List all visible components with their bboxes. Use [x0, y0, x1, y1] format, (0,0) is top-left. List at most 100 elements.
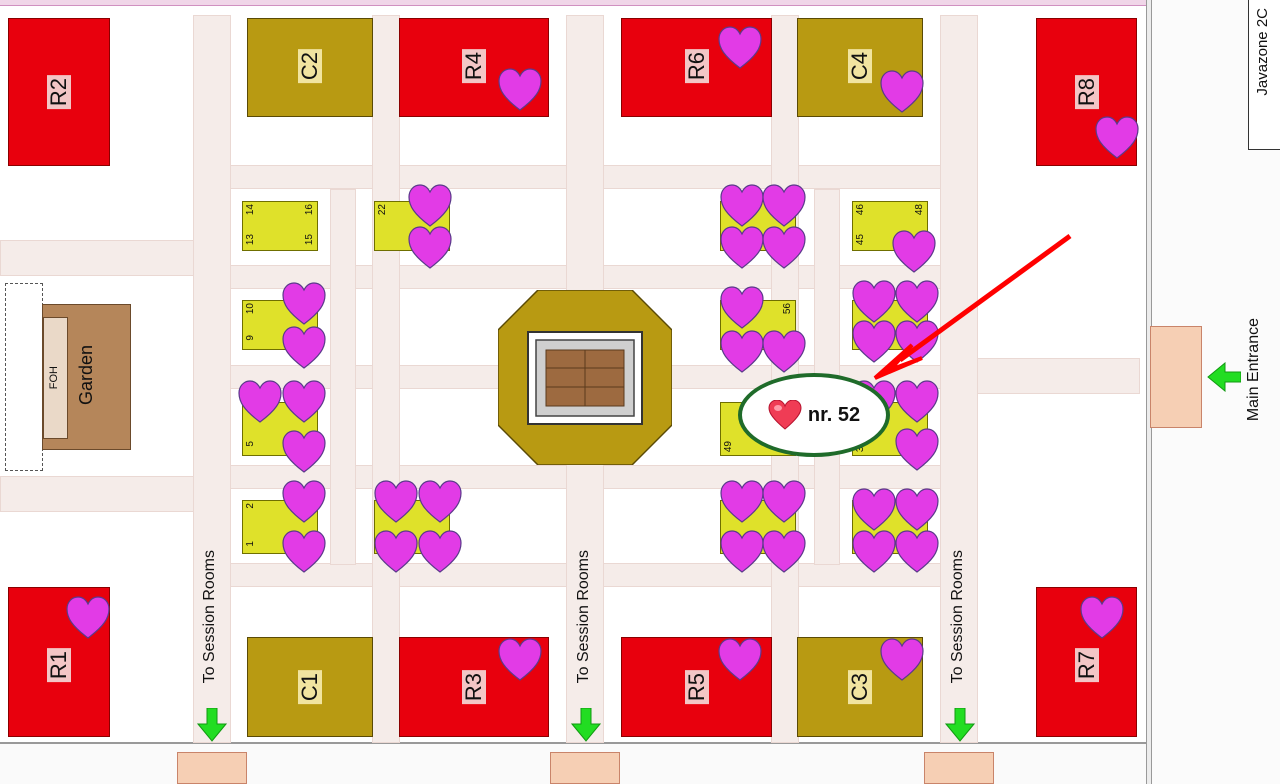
- heart-icon: [895, 280, 939, 323]
- heart-icon: [498, 638, 542, 681]
- heart-icon: [762, 330, 806, 373]
- heart-icon: [720, 286, 764, 329]
- stand-number: 14: [245, 204, 256, 216]
- heart-icon: [880, 70, 924, 113]
- top-wall: [0, 0, 1148, 6]
- stand-number: 22: [377, 204, 388, 216]
- stand-number: 5: [245, 441, 256, 447]
- aisle-vertical-5: [940, 15, 978, 743]
- green-down-arrow-icon: [945, 708, 975, 742]
- booth-r5-label: R5: [684, 670, 709, 705]
- heart-icon: [720, 330, 764, 373]
- heart-icon: [418, 480, 462, 523]
- booth-r2-label: R2: [46, 75, 71, 110]
- heart-icon: [282, 430, 326, 473]
- heart-icon: [880, 638, 924, 681]
- session-door-1[interactable]: [177, 752, 247, 784]
- session-door-3[interactable]: [924, 752, 994, 784]
- stand-number: 1: [245, 541, 256, 547]
- stand-number: 9: [245, 335, 256, 341]
- stand-number: 13: [245, 234, 256, 246]
- heart-icon: [720, 226, 764, 269]
- aisle-vertical-1: [193, 15, 231, 743]
- heart-icon: [418, 530, 462, 573]
- title-box: Javazone 2C: [1248, 0, 1280, 150]
- session-door-2[interactable]: [550, 752, 620, 784]
- heart-icon: [762, 226, 806, 269]
- stand-number: 16: [304, 204, 315, 216]
- green-down-arrow-icon: [571, 708, 601, 742]
- heart-icon: [1080, 596, 1124, 639]
- main-entrance-door[interactable]: [1150, 326, 1202, 428]
- stand-number: 48: [914, 204, 925, 216]
- garden-area[interactable]: FOH Garden: [42, 304, 131, 450]
- aisle-vertical-inner-a: [330, 189, 356, 565]
- heart-icon: [718, 638, 762, 681]
- heart-icon: [282, 530, 326, 573]
- booth-r8-label: R8: [1074, 75, 1099, 110]
- stand-number: 56: [782, 303, 793, 315]
- heart-icon: [66, 596, 110, 639]
- page-title: Javazone 2C: [1254, 8, 1271, 96]
- heart-icon: [895, 428, 939, 471]
- heart-icon: [282, 380, 326, 423]
- booth-r2[interactable]: R2: [8, 18, 110, 166]
- aisle-horizontal-lower: [0, 476, 195, 512]
- stand-number: 2: [245, 503, 256, 509]
- main-entrance-label: Main Entrance: [1245, 318, 1262, 422]
- heart-icon: [892, 230, 936, 273]
- booth-c3-label: C3: [847, 670, 872, 705]
- heart-icon: [374, 530, 418, 573]
- booth-c2-label: C2: [297, 49, 322, 84]
- booth-c4-label: C4: [847, 49, 872, 84]
- red-heart-icon: [768, 400, 802, 430]
- heart-icon: [498, 68, 542, 111]
- heart-icon: [720, 480, 764, 523]
- heart-icon: [852, 280, 896, 323]
- booth-c2[interactable]: C2: [247, 18, 373, 117]
- stand-13-16[interactable]: 14 16 13 15: [242, 201, 318, 251]
- stand-number: 15: [304, 234, 315, 246]
- aisle-horizontal-upper: [0, 240, 195, 276]
- heart-icon: [282, 282, 326, 325]
- booth-c1[interactable]: C1: [247, 637, 373, 737]
- heart-icon: [374, 480, 418, 523]
- green-left-arrow-icon: [1207, 362, 1241, 392]
- aisle-right-entrance: [975, 358, 1140, 394]
- callout-text: nr. 52: [807, 403, 861, 426]
- foh-box: FOH: [43, 317, 68, 439]
- heart-icon: [282, 326, 326, 369]
- booth-c1-label: C1: [297, 670, 322, 705]
- center-stage[interactable]: [497, 289, 673, 466]
- booth-r3-label: R3: [461, 670, 486, 705]
- stand-callout[interactable]: nr. 52: [738, 373, 890, 457]
- garden-label: Garden: [76, 345, 96, 406]
- aisle-vertical-2: [372, 15, 400, 743]
- heart-icon: [282, 480, 326, 523]
- booth-r3[interactable]: R3: [399, 637, 549, 737]
- heart-icon: [408, 184, 452, 227]
- stage-graphic: [497, 289, 673, 466]
- booth-r1-label: R1: [46, 648, 71, 683]
- heart-icon: [895, 488, 939, 531]
- to-session-rooms-label-2: To Session Rooms: [575, 550, 592, 684]
- to-session-rooms-label-1: To Session Rooms: [201, 550, 218, 684]
- heart-icon: [408, 226, 452, 269]
- heart-icon: [762, 530, 806, 573]
- green-down-arrow-icon: [197, 708, 227, 742]
- stand-number: 10: [245, 303, 256, 315]
- foh-label: FOH: [48, 366, 60, 390]
- heart-icon: [852, 488, 896, 531]
- heart-icon: [895, 530, 939, 573]
- garden-outline: [5, 283, 43, 471]
- red-pointer-arrow: [873, 233, 1072, 380]
- to-session-rooms-label-3: To Session Rooms: [949, 550, 966, 684]
- heart-icon: [720, 184, 764, 227]
- heart-icon: [762, 184, 806, 227]
- booth-r7-label: R7: [1074, 648, 1099, 683]
- booth-r4-label: R4: [461, 49, 486, 84]
- heart-icon: [720, 530, 764, 573]
- heart-icon: [718, 26, 762, 69]
- heart-icon: [762, 480, 806, 523]
- heart-icon: [238, 380, 282, 423]
